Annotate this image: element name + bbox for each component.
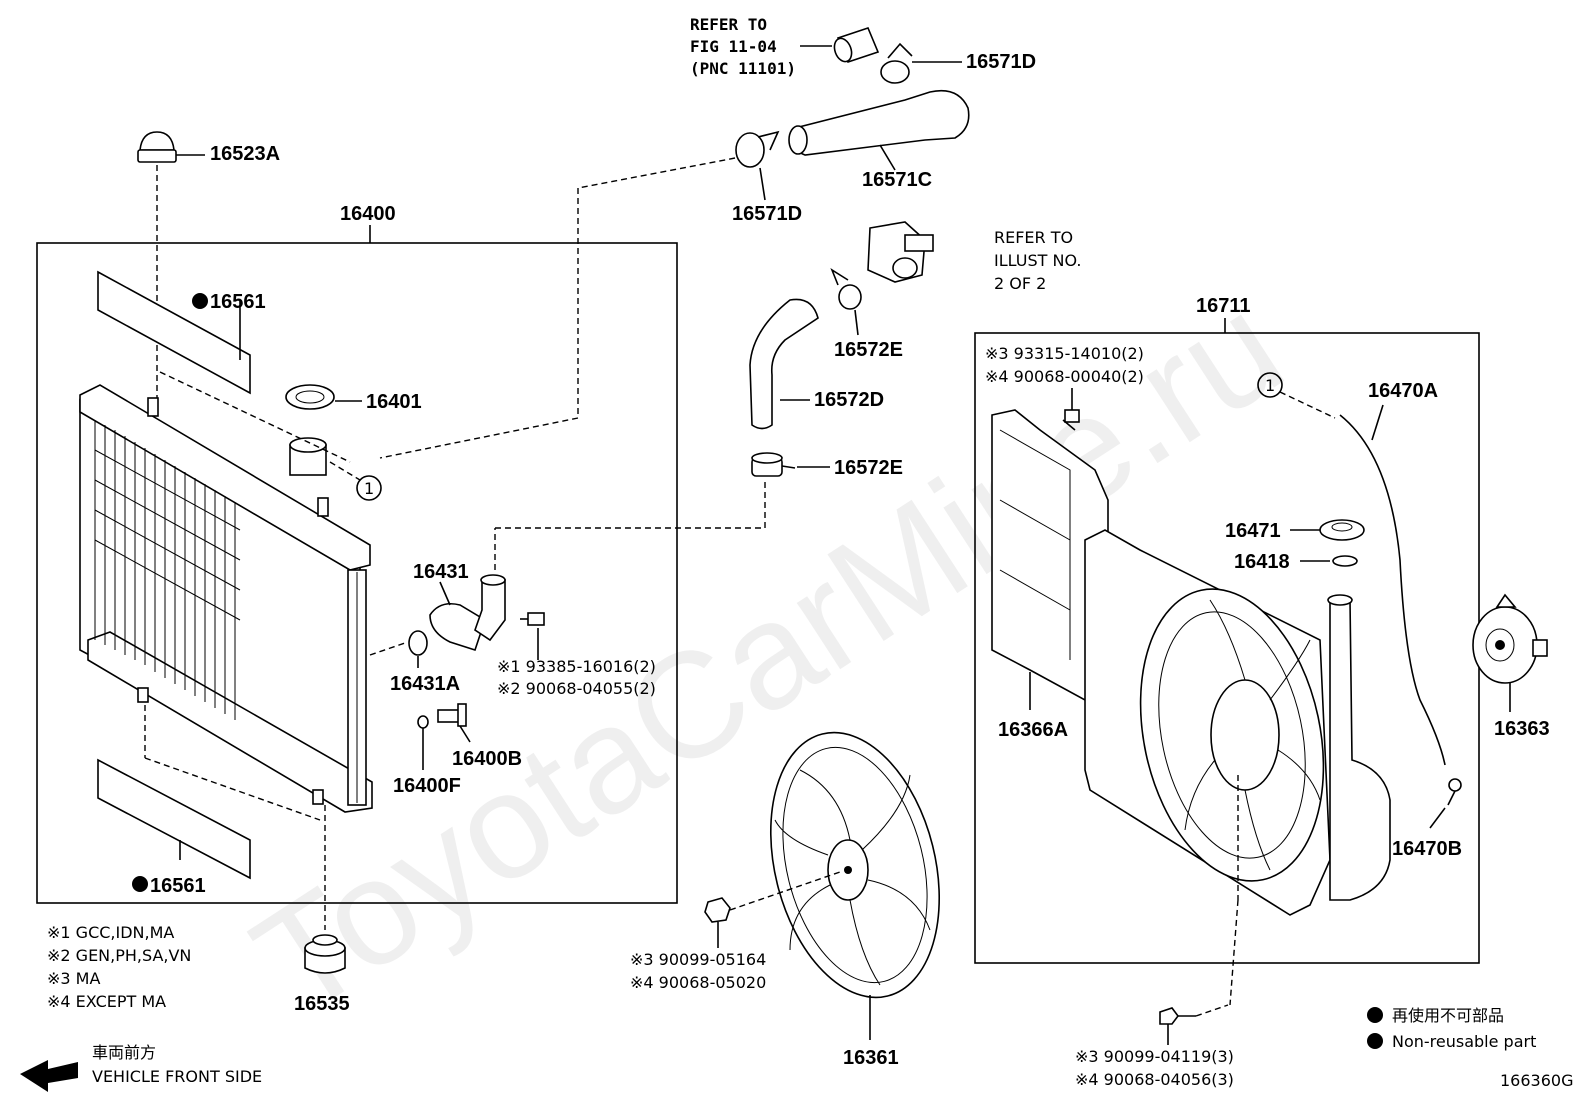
diagram-id: 166360G [1500, 1071, 1573, 1090]
cap-gasket-16401 [285, 384, 362, 410]
clamp-16572E-top [830, 268, 862, 310]
label-16431[interactable]: 16431 [413, 561, 469, 583]
label-16401[interactable]: 16401 [366, 391, 422, 413]
note-4: ※4 EXCEPT MA [47, 992, 166, 1011]
bolt-shroud-top-line1[interactable]: ※3 93315-14010(2) [985, 344, 1144, 363]
label-16535[interactable]: 16535 [294, 993, 350, 1015]
legend-en: Non-reusable part [1392, 1032, 1536, 1051]
bolt-shroud-bottom-line2[interactable]: ※4 90068-04056(3) [1075, 1070, 1234, 1089]
lower-mount-16535 [304, 934, 346, 974]
fan-shroud [1084, 529, 1331, 916]
legend-dot-1 [1367, 1007, 1383, 1023]
shroud-bottom-bolt [1159, 1007, 1196, 1025]
ref-marker-1-right [1257, 372, 1283, 398]
water-outlet-housing [867, 221, 934, 283]
label-16418[interactable]: 16418 [1234, 551, 1290, 573]
ref-marker-1-left-text: 1 [364, 479, 374, 498]
note-2: ※2 GEN,PH,SA,VN [47, 946, 191, 965]
tube-clip-16470B [1447, 778, 1462, 806]
label-16572E-bottom[interactable]: 16572E [834, 457, 903, 479]
outlet-bolt [520, 612, 545, 626]
outlet-pipe-16431 [429, 574, 506, 652]
refer-illust-line3[interactable]: 2 OF 2 [994, 274, 1046, 293]
label-16470A[interactable]: 16470A [1368, 380, 1438, 402]
reservoir-tank [1327, 594, 1391, 901]
ref-marker-1-left [356, 475, 382, 501]
bolt-fan-line2[interactable]: ※4 90068-05020 [630, 973, 766, 992]
label-16561-top[interactable]: 16561 [210, 291, 266, 313]
label-16572E-top[interactable]: 16572E [834, 339, 903, 361]
label-16431A[interactable]: 16431A [390, 673, 460, 695]
refer-fig-line1[interactable]: REFER TO [690, 15, 767, 34]
label-16400B[interactable]: 16400B [452, 748, 522, 770]
drain-oring-16400F [417, 715, 429, 729]
legend-jp: 再使用不可部品 [1392, 1006, 1504, 1025]
direction-jp: 車両前方 [92, 1043, 156, 1062]
ref-marker-1-right-text: 1 [1265, 376, 1275, 395]
bolt-outlet-line1[interactable]: ※1 93385-16016(2) [497, 657, 656, 676]
lower-hose-16572D [749, 298, 819, 430]
direction-en: VEHICLE FRONT SIDE [92, 1067, 262, 1086]
refer-fig-line3[interactable]: (PNC 11101) [690, 59, 796, 78]
label-16400[interactable]: 16400 [340, 203, 396, 225]
bolt-shroud-bottom-line1[interactable]: ※3 90099-04119(3) [1075, 1047, 1234, 1066]
label-16571D-top[interactable]: 16571D [966, 51, 1036, 73]
label-16561-bottom[interactable]: 16561 [150, 875, 206, 897]
nonreusable-dot-bottom [132, 876, 148, 892]
upper-hose-stub [833, 27, 880, 63]
bolt-fan-line1[interactable]: ※3 90099-05164 [630, 950, 766, 969]
nonreusable-dot-top [192, 293, 208, 309]
reservoir-cap-16471 [1319, 519, 1365, 541]
oring-16431A [408, 630, 428, 656]
label-16571C[interactable]: 16571C [862, 169, 932, 191]
radiator-core [79, 384, 373, 813]
refer-illust-line1[interactable]: REFER TO [994, 228, 1073, 247]
lower-seal-16561 [97, 758, 251, 880]
note-1: ※1 GCC,IDN,MA [47, 923, 174, 942]
drain-cock-16400B [437, 703, 471, 743]
bolt-outlet-line2[interactable]: ※2 90068-04055(2) [497, 679, 656, 698]
fan-nut [704, 897, 731, 923]
label-16471[interactable]: 16471 [1225, 520, 1281, 542]
label-16363[interactable]: 16363 [1494, 718, 1550, 740]
label-16361[interactable]: 16361 [843, 1047, 899, 1069]
label-16523A[interactable]: 16523A [210, 143, 280, 165]
overflow-tube-16470A [1339, 414, 1446, 766]
radiator-cap-16523A [137, 131, 205, 163]
legend-dot-2 [1367, 1033, 1383, 1049]
upper-seal-16561 [97, 270, 251, 395]
vehicle-front-arrow [20, 1060, 78, 1092]
note-3: ※3 MA [47, 969, 100, 988]
refer-illust-line2[interactable]: ILLUST NO. [994, 251, 1081, 270]
fan-16361 [769, 731, 941, 999]
clamp-16571D-left [735, 130, 780, 168]
label-16571D-left[interactable]: 16571D [732, 203, 802, 225]
upper-hose-16571C [792, 89, 970, 156]
oring-16418 [1332, 555, 1358, 567]
label-16366A[interactable]: 16366A [998, 719, 1068, 741]
label-16400F[interactable]: 16400F [393, 775, 461, 797]
clamp-16572E-bottom [751, 452, 796, 477]
label-16470B[interactable]: 16470B [1392, 838, 1462, 860]
label-16572D[interactable]: 16572D [814, 389, 884, 411]
bolt-shroud-top-line2[interactable]: ※4 90068-00040(2) [985, 367, 1144, 386]
clamp-16571D-top [880, 42, 913, 84]
radiator-assembly-box [36, 242, 678, 904]
refer-fig-line2[interactable]: FIG 11-04 [690, 37, 777, 56]
fan-motor-16363 [1472, 593, 1548, 684]
label-16711[interactable]: 16711 [1196, 295, 1251, 317]
